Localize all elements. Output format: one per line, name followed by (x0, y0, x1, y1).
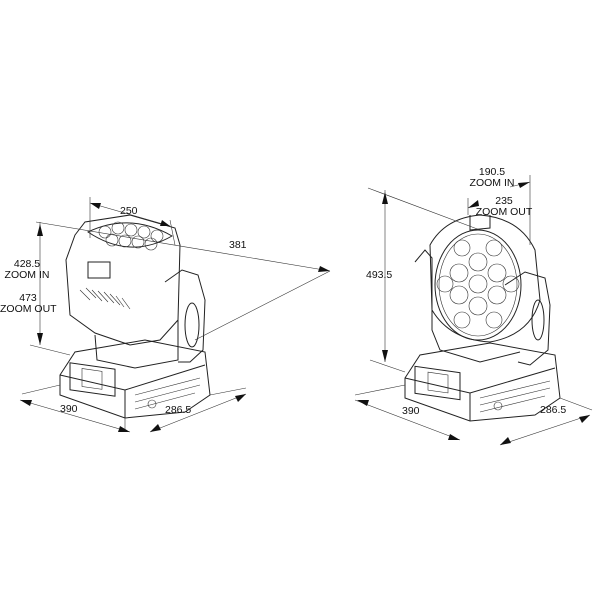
zoom-out-label: ZOOM OUT (475, 206, 533, 218)
left-width-label: 250 (120, 205, 138, 217)
left-depth-label: 381 (229, 239, 247, 251)
right-dimension-lines (354, 175, 593, 446)
right-zoom-in: 190.5 ZOOM IN (462, 167, 522, 189)
left-height-zoom-in: 428.5 ZOOM IN (2, 259, 52, 281)
height-zoom-in-value: 428.5 (13, 258, 41, 270)
height-zoom-in-label: ZOOM IN (4, 269, 50, 281)
left-base-depth-label: 286.5 (165, 404, 192, 416)
zoom-out-value: 235 (495, 195, 513, 207)
right-zoom-out: 235 ZOOM OUT (473, 196, 535, 218)
left-height-zoom-out: 473 ZOOM OUT (0, 292, 57, 315)
left-fixture (59, 214, 211, 419)
right-fixture (404, 214, 561, 422)
left-dimension-lines (19, 197, 331, 433)
height-zoom-out-value: 473 (19, 292, 37, 304)
height-zoom-out-label: ZOOM OUT (0, 303, 57, 315)
zoom-in-label: ZOOM IN (469, 177, 515, 189)
right-base-width-label: 390 (402, 405, 420, 417)
left-base-width-label: 390 (60, 403, 78, 415)
right-height-label: 493.5 (366, 269, 393, 281)
zoom-in-value: 190.5 (478, 166, 506, 178)
right-base-depth-label: 286.5 (540, 404, 567, 416)
